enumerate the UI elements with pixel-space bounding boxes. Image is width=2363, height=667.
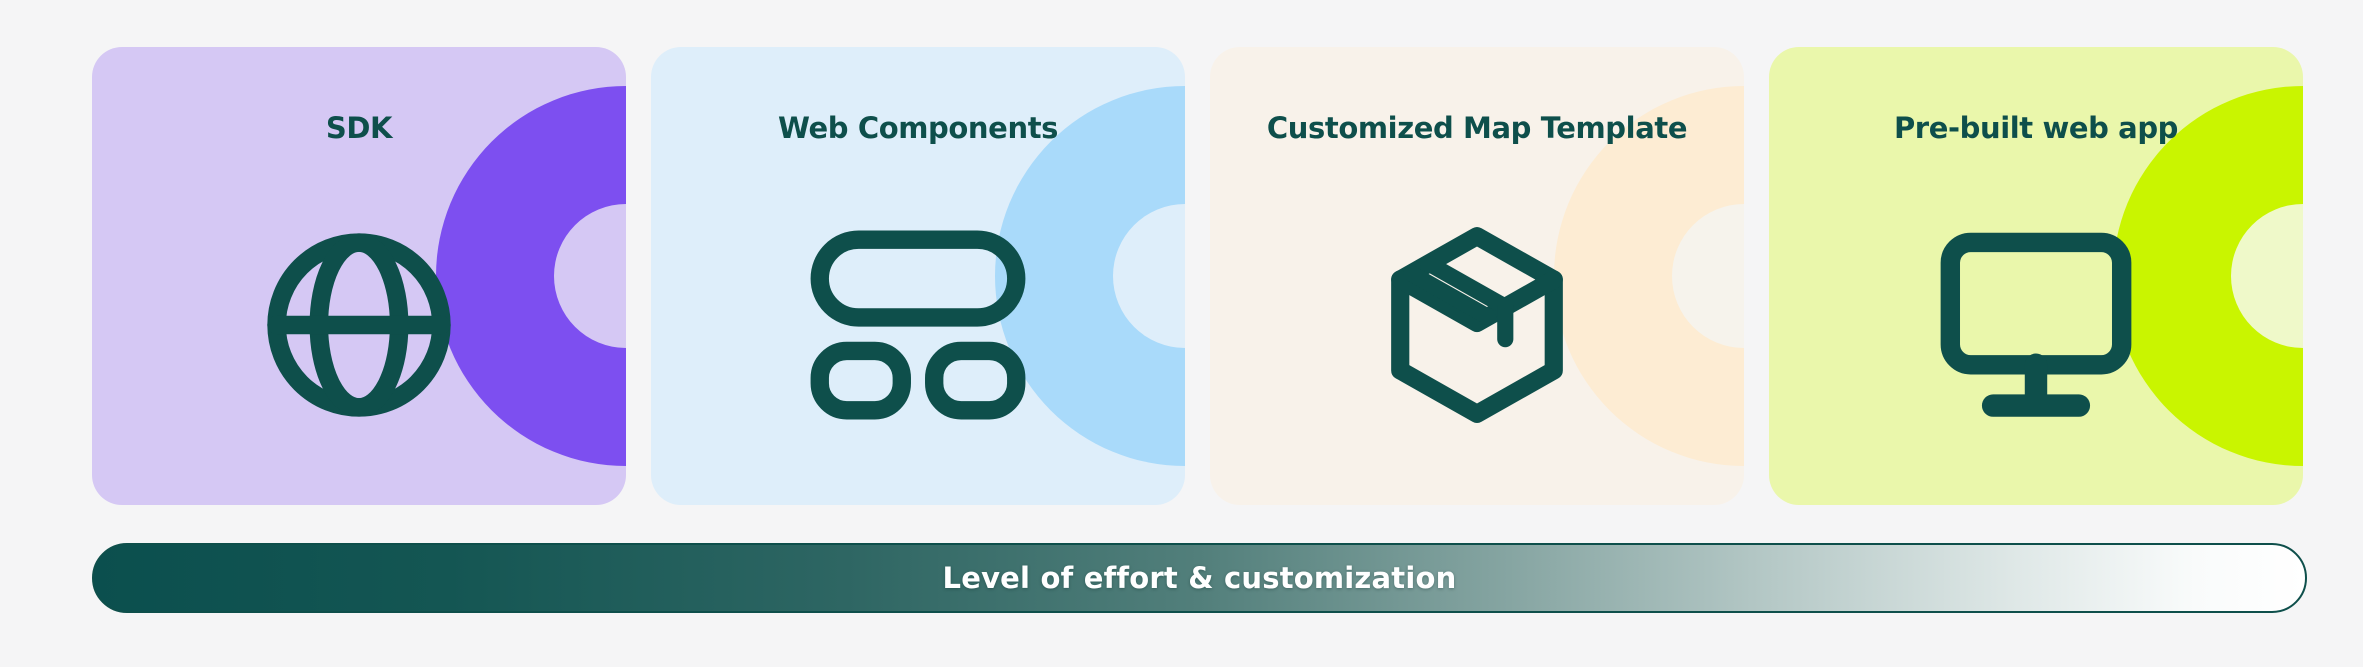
card-prebuilt-web-app: Pre-built web app bbox=[1769, 47, 2303, 505]
decorative-circle-hole bbox=[1672, 204, 1744, 348]
decorative-circle-hole bbox=[1113, 204, 1185, 348]
package-box-icon bbox=[1376, 222, 1578, 428]
effort-axis-label: Level of effort & customization bbox=[942, 561, 1457, 595]
card-sdk: SDK bbox=[92, 47, 626, 505]
layout-components-icon bbox=[810, 230, 1026, 420]
card-title-prebuilt-web-app: Pre-built web app bbox=[1893, 111, 2179, 145]
monitor-icon bbox=[1934, 230, 2138, 420]
card-web-components: Web Components bbox=[651, 47, 1185, 505]
card-title-customized-map-template: Customized Map Template bbox=[1266, 111, 1688, 145]
card-title-sdk: SDK bbox=[325, 111, 393, 145]
decorative-circle-hole bbox=[554, 204, 626, 348]
card-title-web-components: Web Components bbox=[777, 111, 1059, 145]
decorative-circle-hole bbox=[2231, 204, 2303, 348]
options-cards-row: SDK Web Components bbox=[92, 47, 2303, 505]
globe-icon bbox=[256, 222, 462, 428]
effort-axis-bar: Level of effort & customization bbox=[92, 543, 2307, 613]
card-customized-map-template: Customized Map Template bbox=[1210, 47, 1744, 505]
